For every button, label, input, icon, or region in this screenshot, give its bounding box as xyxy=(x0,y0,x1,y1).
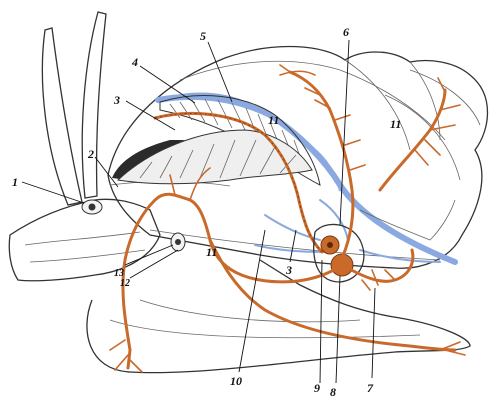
label-1: 1 xyxy=(12,175,18,189)
label-2: 2 xyxy=(87,147,94,161)
label-3-lower: 3 xyxy=(285,263,292,277)
kidney xyxy=(116,129,313,185)
label-11-lower: 11 xyxy=(206,245,217,259)
label-12: 12 xyxy=(120,278,130,289)
heart xyxy=(320,235,354,277)
label-7: 7 xyxy=(367,381,374,395)
label-13: 13 xyxy=(114,268,124,279)
label-4: 4 xyxy=(131,55,138,69)
label-8: 8 xyxy=(330,385,336,399)
shell xyxy=(107,45,489,269)
aorta xyxy=(153,112,324,254)
leader-lines xyxy=(21,39,376,384)
label-3-upper: 3 xyxy=(113,93,120,107)
label-6: 6 xyxy=(343,25,349,39)
pulmonary-vein xyxy=(155,92,458,265)
label-5: 5 xyxy=(200,29,206,43)
tentacles xyxy=(41,11,107,206)
pericardium xyxy=(313,223,365,283)
label-9: 9 xyxy=(314,381,320,395)
digestive-gland xyxy=(359,199,456,241)
label-10: 10 xyxy=(230,374,242,388)
label-11-upper: 11 xyxy=(268,113,279,127)
label-11-right: 11 xyxy=(390,117,401,131)
nerve-ganglia xyxy=(81,199,186,252)
arterial-branches xyxy=(109,64,466,373)
